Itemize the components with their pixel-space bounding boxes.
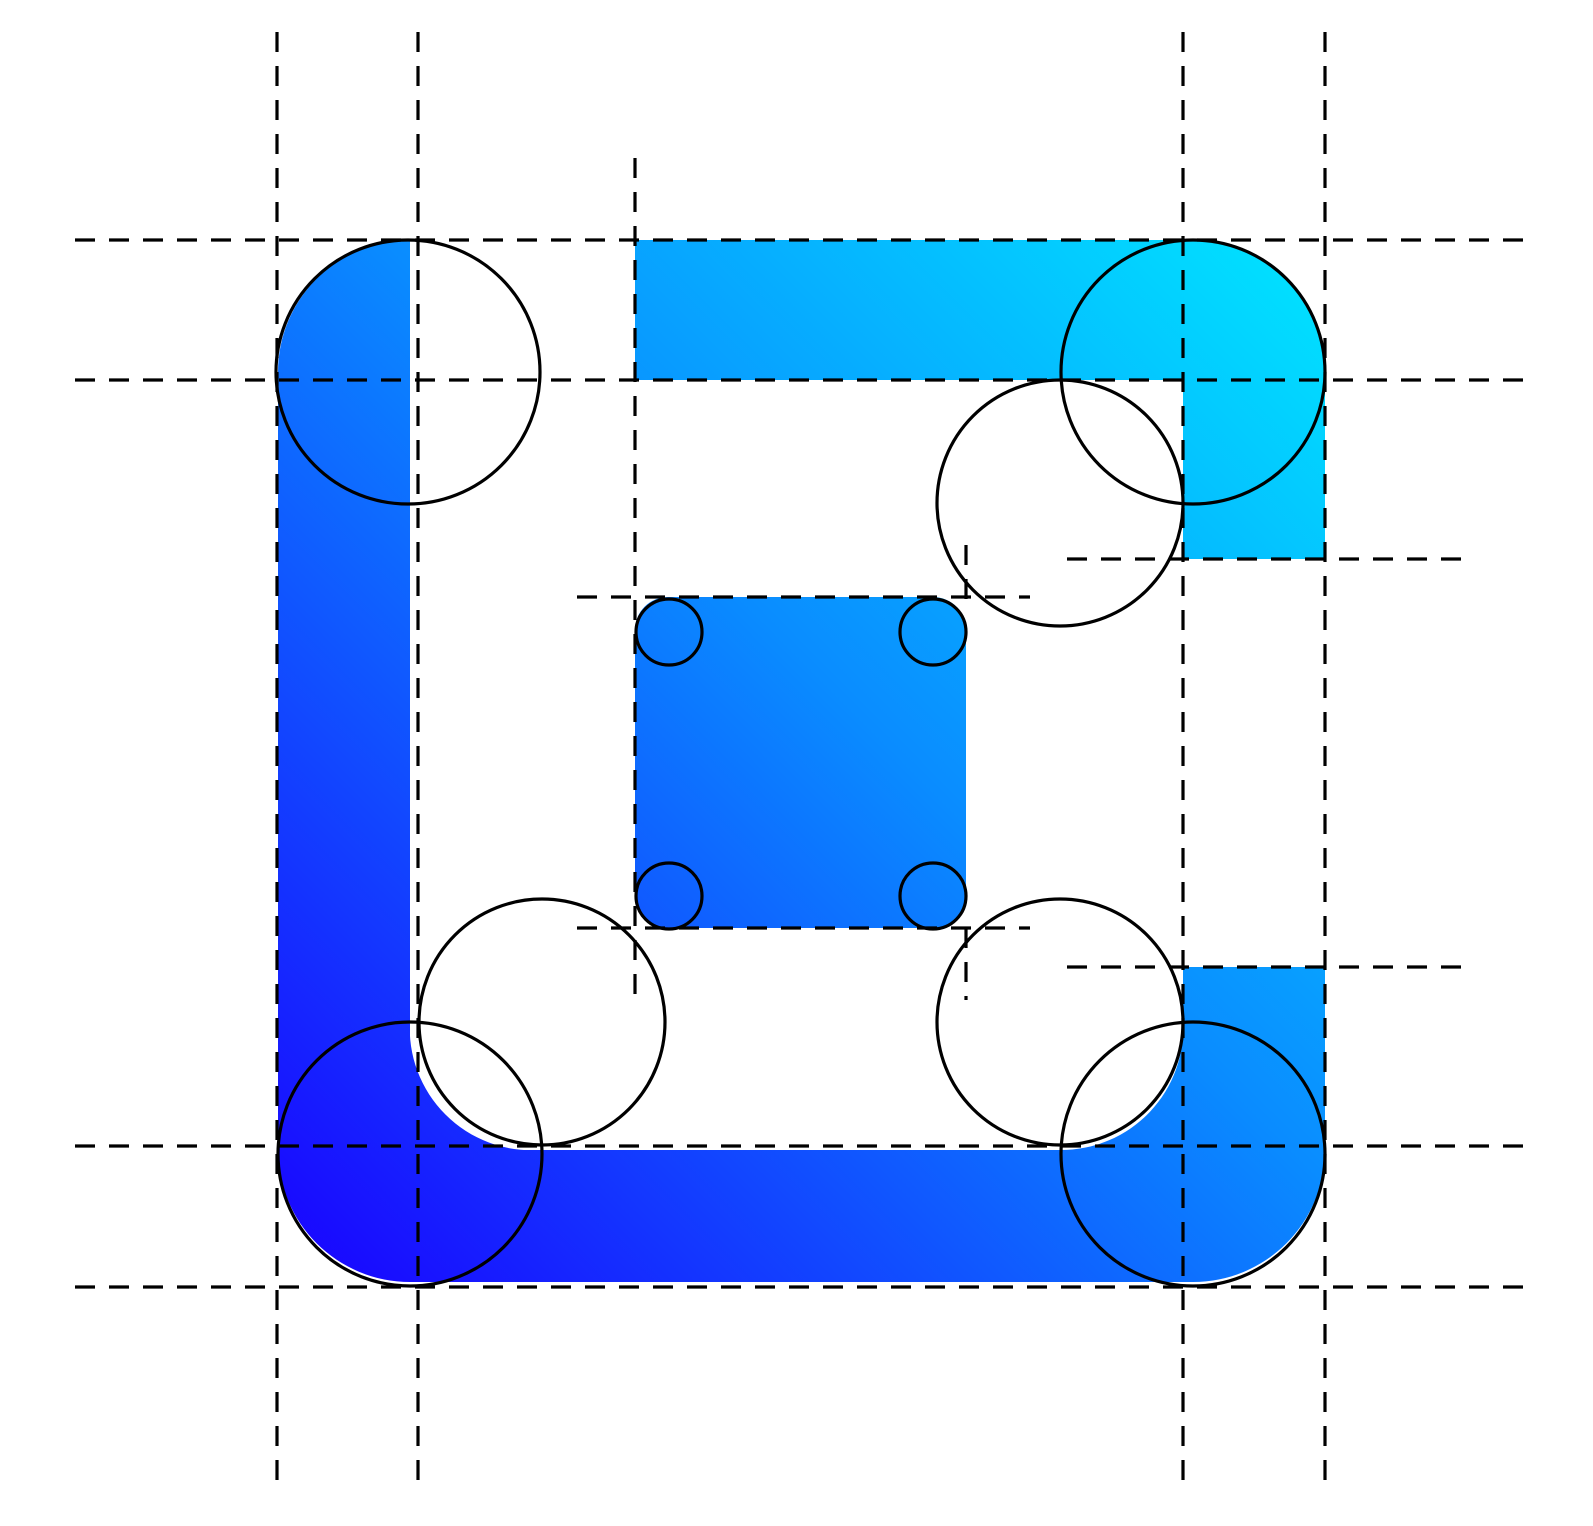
circle-square-top-left xyxy=(634,597,704,667)
center-rounded-square xyxy=(635,597,966,928)
top-right-inner-fillet xyxy=(1060,379,1184,503)
circle-top-right-inner xyxy=(935,378,1185,628)
construction-guides xyxy=(75,32,1530,1490)
circle-square-top-right xyxy=(898,597,968,667)
circle-bottom-left-corner xyxy=(276,1020,544,1288)
bottom-horizontal-bar xyxy=(278,1150,1325,1282)
right-lower-bar xyxy=(1183,967,1325,1152)
circle-top-left-corner xyxy=(274,238,542,506)
circle-bottom-right-corner xyxy=(1059,1020,1327,1288)
top-horizontal-bar xyxy=(635,240,1325,380)
circle-square-bottom-right xyxy=(898,861,968,931)
bottom-left-inner-fillet xyxy=(409,1020,540,1151)
bottom-right-inner-fillet xyxy=(1060,1020,1184,1151)
construction-circles xyxy=(274,238,1327,1288)
circle-top-right-corner xyxy=(1059,238,1327,506)
left-vertical-bar xyxy=(278,240,410,1150)
circle-square-bottom-left xyxy=(634,861,704,931)
right-upper-bar xyxy=(1183,372,1325,559)
